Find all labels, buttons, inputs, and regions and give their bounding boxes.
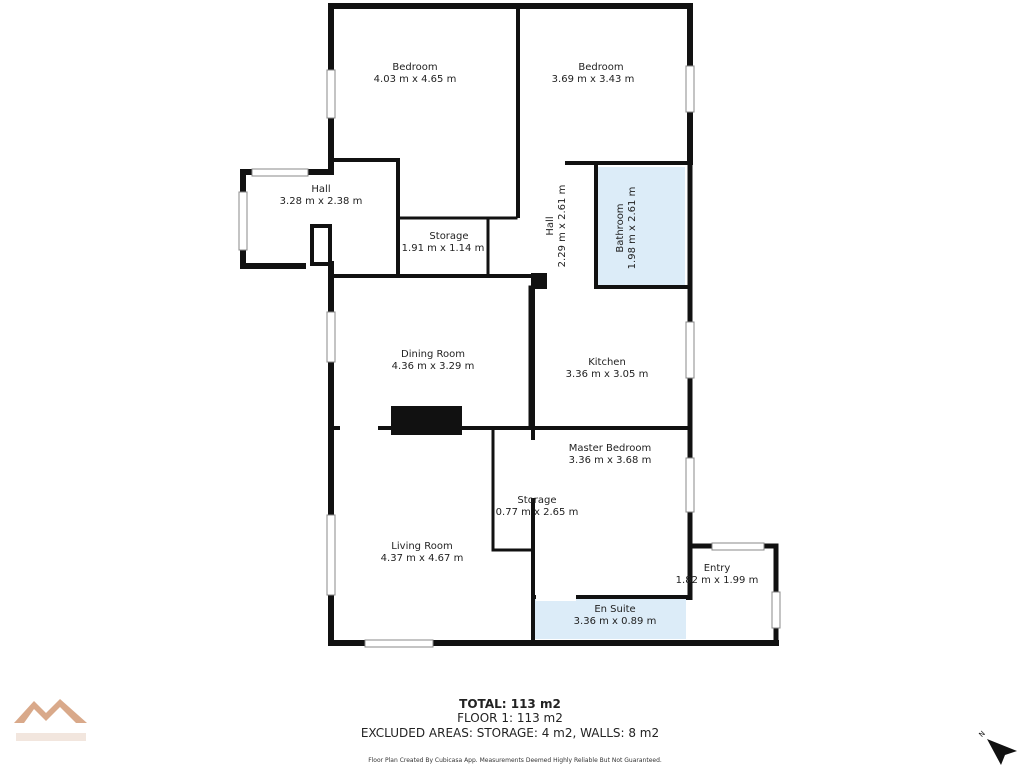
entry-name: Entry (704, 563, 731, 574)
bedroom1-dims: 4.03 m x 4.65 m (374, 74, 457, 85)
storage1-dims: 1.91 m x 1.14 m (402, 243, 485, 254)
ensuite-name: En Suite (594, 604, 635, 615)
hall-west-name: Hall (311, 184, 330, 195)
area-summary: TOTAL: 113 m2 FLOOR 1: 113 m2 EXCLUDED A… (310, 697, 710, 741)
company-logo (14, 699, 87, 741)
dining-name: Dining Room (401, 349, 465, 360)
walls (240, 3, 779, 646)
hall-west-dims: 3.28 m x 2.38 m (280, 196, 363, 207)
fireplace-block (391, 406, 462, 435)
ensuite-floor (534, 598, 686, 639)
bathroom-dims: 1.98 m x 2.61 m (627, 187, 638, 270)
storage1-name: Storage (429, 231, 468, 242)
master-name: Master Bedroom (569, 443, 652, 454)
storage2-name: Storage (517, 495, 556, 506)
floor-area: FLOOR 1: 113 m2 (457, 711, 563, 725)
excluded-areas: EXCLUDED AREAS: STORAGE: 4 m2, WALLS: 8 … (360, 726, 660, 740)
master-dims: 3.36 m x 3.68 m (569, 455, 652, 466)
hall-center-dims: 2.29 m x 2.61 m (557, 185, 568, 268)
kitchen-name: Kitchen (588, 357, 626, 368)
bedroom1-name: Bedroom (392, 62, 437, 73)
bathroom-floor (597, 167, 685, 286)
entry-dims: 1.82 m x 1.99 m (676, 575, 759, 586)
disclaimer: Floor Plan Created By Cubicasa App. Meas… (368, 757, 662, 764)
door-openings (340, 160, 693, 640)
bedroom2-dims: 3.69 m x 3.43 m (552, 74, 635, 85)
north-label: N (977, 730, 986, 739)
storage2-dims: 0.77 m x 2.65 m (496, 507, 579, 518)
bedroom2-name: Bedroom (578, 62, 623, 73)
living-name: Living Room (391, 541, 452, 552)
ensuite-dims: 3.36 m x 0.89 m (574, 616, 657, 627)
wall-post (531, 273, 547, 289)
windows (238, 65, 781, 648)
kitchen-dims: 3.36 m x 3.05 m (566, 369, 649, 380)
dining-dims: 4.36 m x 3.29 m (392, 361, 475, 372)
hall-center-name: Hall (545, 216, 556, 235)
bathroom-name: Bathroom (615, 203, 626, 252)
floor-plan: Bedroom 4.03 m x 4.65 m Bedroom 3.69 m x… (238, 3, 781, 648)
north-arrow-icon: N (977, 730, 1017, 765)
total-area: TOTAL: 113 m2 (459, 697, 561, 711)
living-dims: 4.37 m x 4.67 m (381, 553, 464, 564)
